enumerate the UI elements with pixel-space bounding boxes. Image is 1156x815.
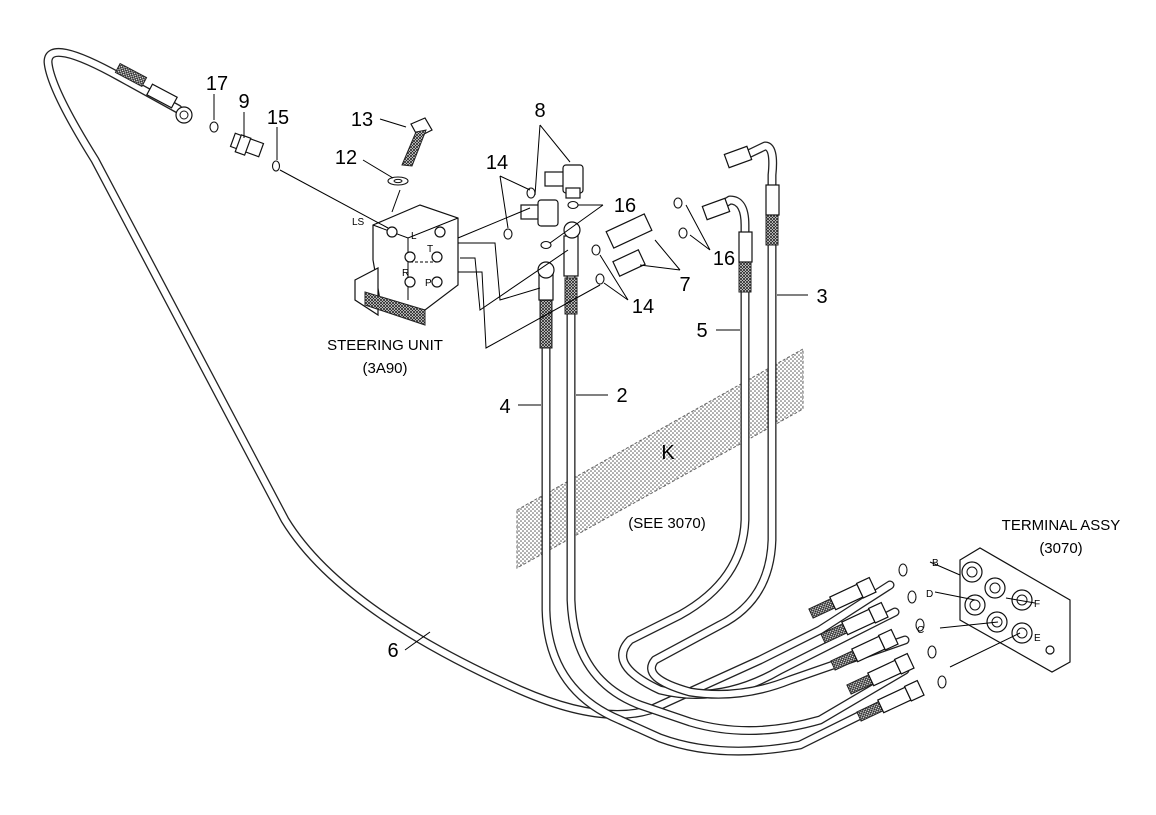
terminal-ref: (3070) <box>1039 540 1082 557</box>
callout-17: 17 <box>206 73 228 95</box>
callout-15: 15 <box>267 107 289 129</box>
terminal-port-c: C <box>917 625 924 636</box>
callout-12: 12 <box>335 147 357 169</box>
terminal-label: TERMINAL ASSY <box>1002 517 1121 534</box>
hose-upper-nuts <box>701 145 753 221</box>
terminal-hose-ends <box>808 563 947 722</box>
hose-3 <box>647 141 910 699</box>
callout-2: 2 <box>616 385 627 407</box>
callout-3: 3 <box>816 286 827 308</box>
hose-6 <box>43 47 895 719</box>
terminal-port-d: D <box>926 589 933 600</box>
port-r: R <box>402 268 409 279</box>
elbow-8-upper <box>544 164 584 199</box>
section-k-label: K <box>661 442 675 464</box>
steering-unit-label: STEERING UNIT <box>327 337 443 354</box>
callout-9: 9 <box>238 91 249 113</box>
callout-4: 4 <box>499 396 510 418</box>
port-l: L <box>411 231 417 242</box>
bolt-13 <box>401 117 433 167</box>
section-k-note: (SEE 3070) <box>628 515 706 532</box>
port-t: T <box>427 244 433 255</box>
leader-lines <box>213 94 808 651</box>
callout-14-upper: 14 <box>486 152 508 174</box>
terminal-port-f: F <box>1034 599 1040 610</box>
callout-16-upper: 16 <box>614 195 636 217</box>
port-ls: LS <box>352 217 365 228</box>
callout-16-lower: 16 <box>713 248 735 270</box>
connector-7 <box>605 213 653 277</box>
callout-5: 5 <box>696 320 707 342</box>
callout-8: 8 <box>534 100 545 122</box>
terminal-port-b: B <box>932 558 939 569</box>
oring-17 <box>209 121 219 133</box>
hose-2 <box>563 235 910 735</box>
adapter-9 <box>229 132 265 158</box>
callout-13: 13 <box>351 109 373 131</box>
callout-14-lower: 14 <box>632 296 654 318</box>
callouts: 17 9 15 13 12 8 14 16 16 7 14 3 5 4 2 6 <box>206 73 828 662</box>
section-k-band: K (SEE 3070) <box>516 348 804 569</box>
orings-14-16 <box>503 187 688 285</box>
washer-12 <box>387 176 409 186</box>
hose-4 <box>538 269 910 756</box>
steering-unit-ref: (3A90) <box>362 360 407 377</box>
callout-6: 6 <box>387 640 398 662</box>
oring-15 <box>271 160 281 172</box>
port-p: P <box>425 278 432 289</box>
terminal-port-e: E <box>1034 633 1041 644</box>
terminal-assy: B D F C E TERMINAL ASSY (3070) <box>917 517 1121 673</box>
callout-7: 7 <box>679 274 690 296</box>
steering-unit: LS L T R P STEERING UNIT (3A90) <box>327 204 459 377</box>
